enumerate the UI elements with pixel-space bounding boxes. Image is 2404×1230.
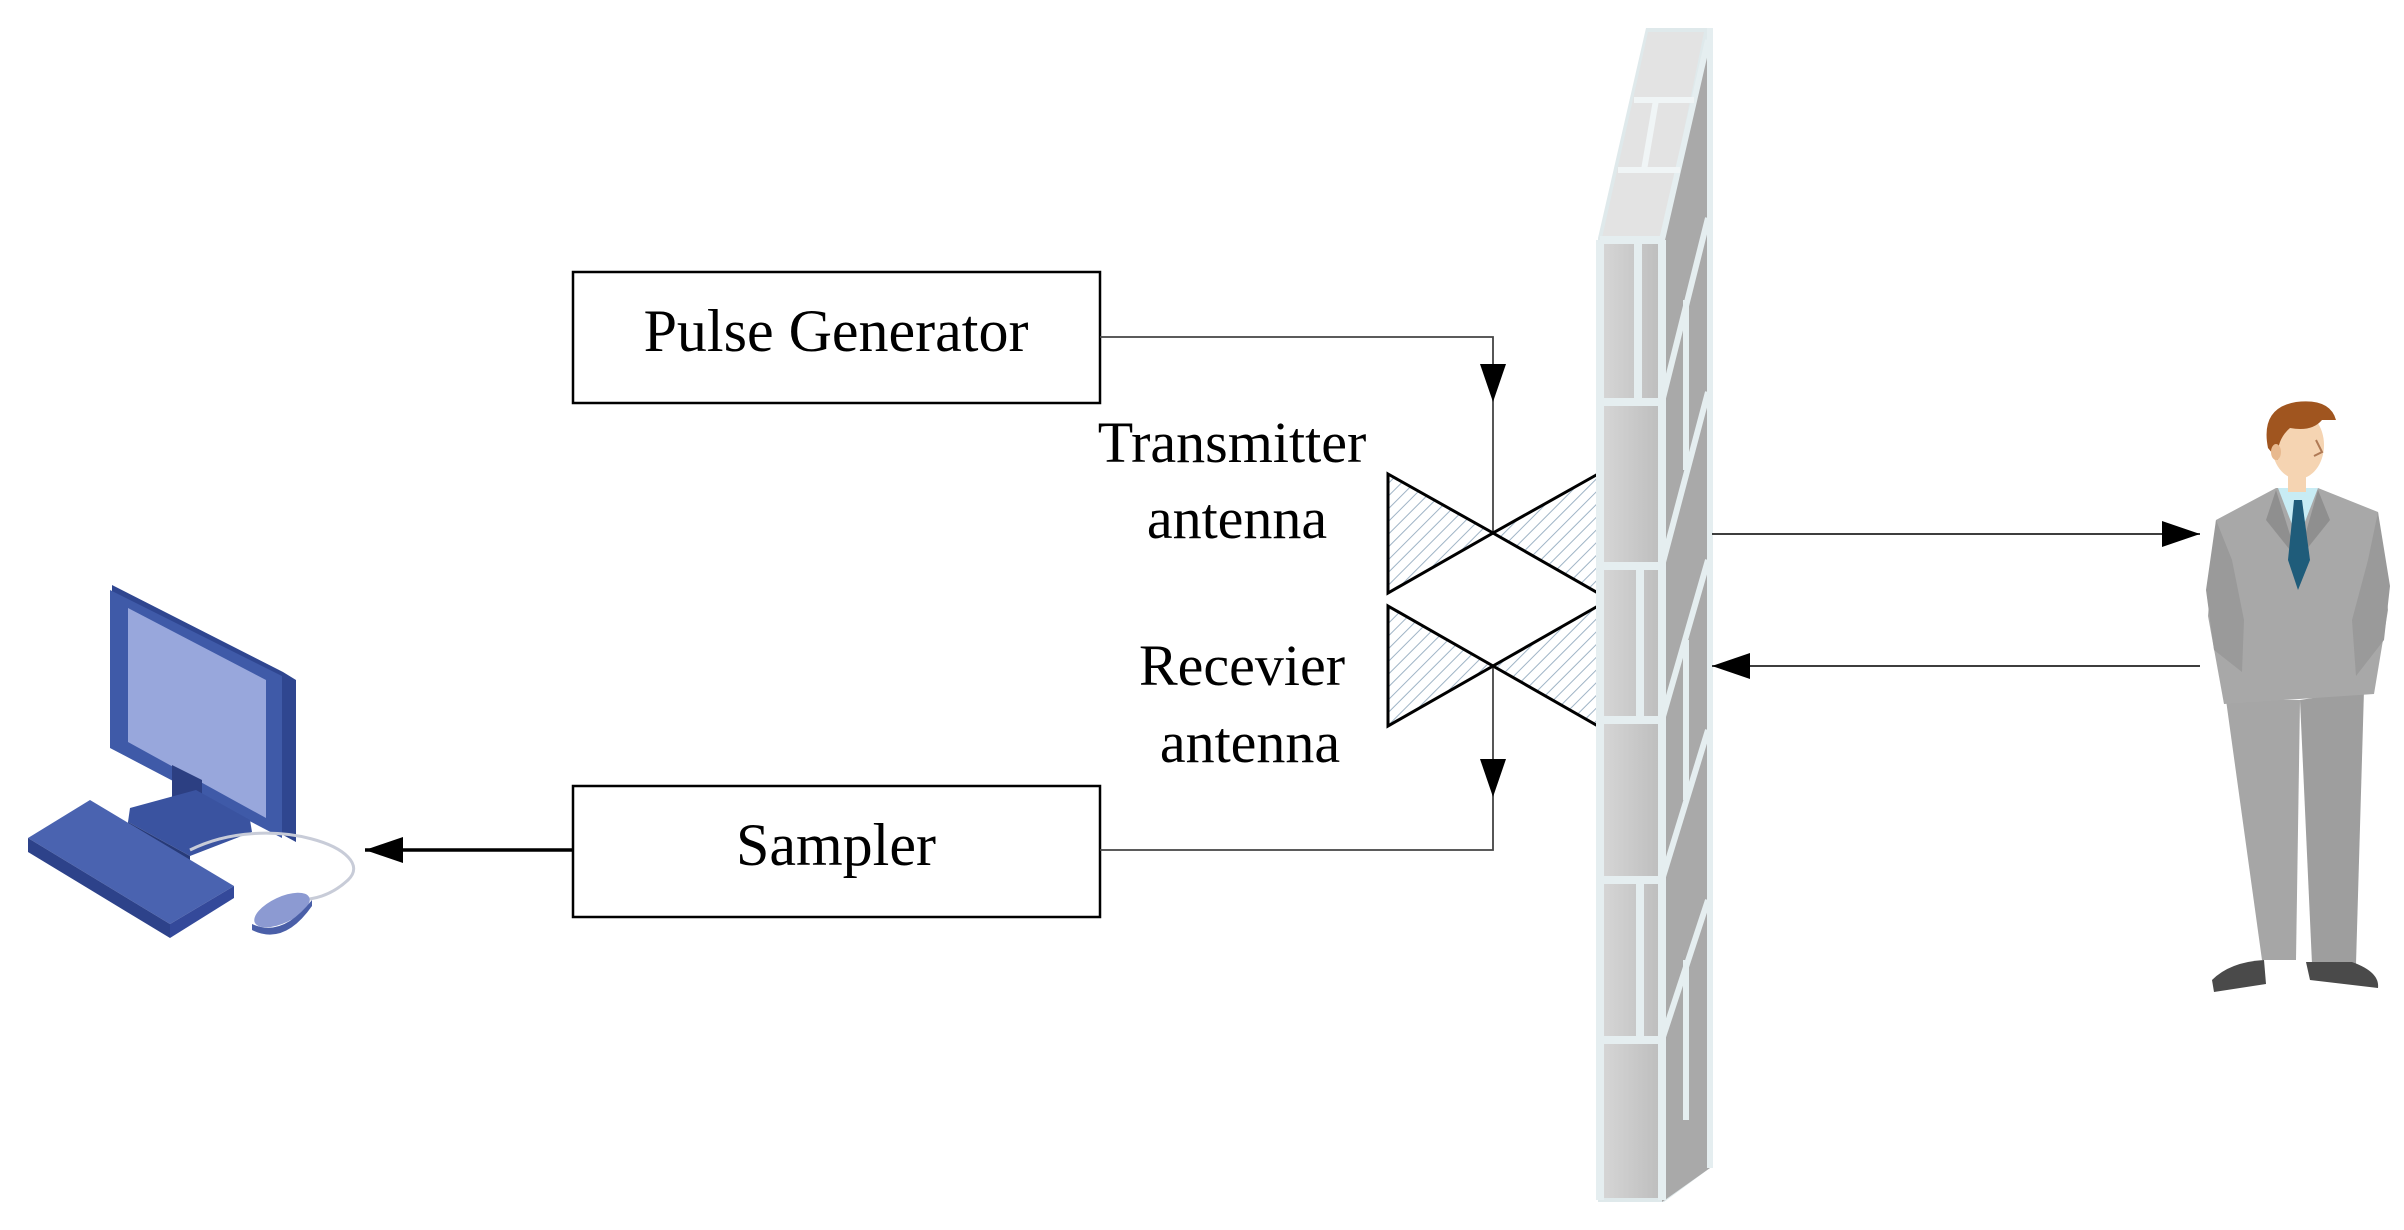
desktop-computer-icon: [28, 585, 356, 938]
tx-feed-line: [1100, 336, 1506, 402]
brick-wall-icon: [1596, 28, 1713, 1202]
pulse-generator-block: Pulse Generator: [571, 270, 1102, 405]
sampler-block: Sampler: [571, 784, 1102, 919]
transmitter-label-line2: antenna: [1147, 486, 1327, 551]
rx-feed-line: [1100, 797, 1494, 851]
receiver-label-line2: antenna: [1160, 710, 1340, 775]
antenna-labels: Transmitter antenna Recevier antenna: [1098, 410, 1367, 775]
standing-person-icon: [2206, 401, 2390, 992]
signal-wires: [365, 336, 1506, 863]
transmitter-label-line1: Transmitter: [1098, 410, 1367, 475]
receiver-label-line1: Recevier: [1139, 633, 1345, 698]
wave-propagation: [1712, 521, 2200, 679]
pulse-generator-label: Pulse Generator: [644, 298, 1029, 364]
sampler-label: Sampler: [736, 812, 936, 878]
